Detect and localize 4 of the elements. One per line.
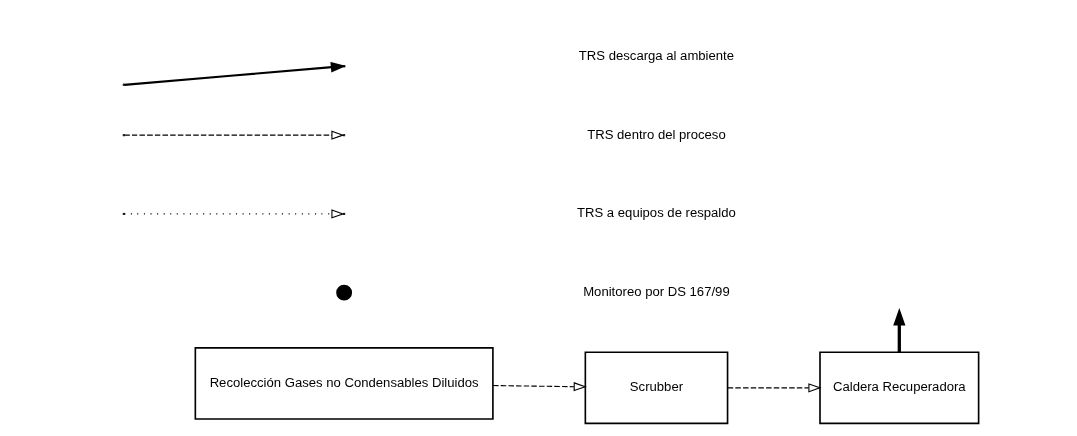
legend-label: TRS descarga al ambiente	[578, 47, 734, 63]
legend-label: TRS dentro del proceso	[586, 126, 726, 142]
legend-label: TRS a equipos de respaldo	[576, 205, 736, 221]
legend-label: Monitoreo por DS 167/99	[582, 284, 730, 300]
